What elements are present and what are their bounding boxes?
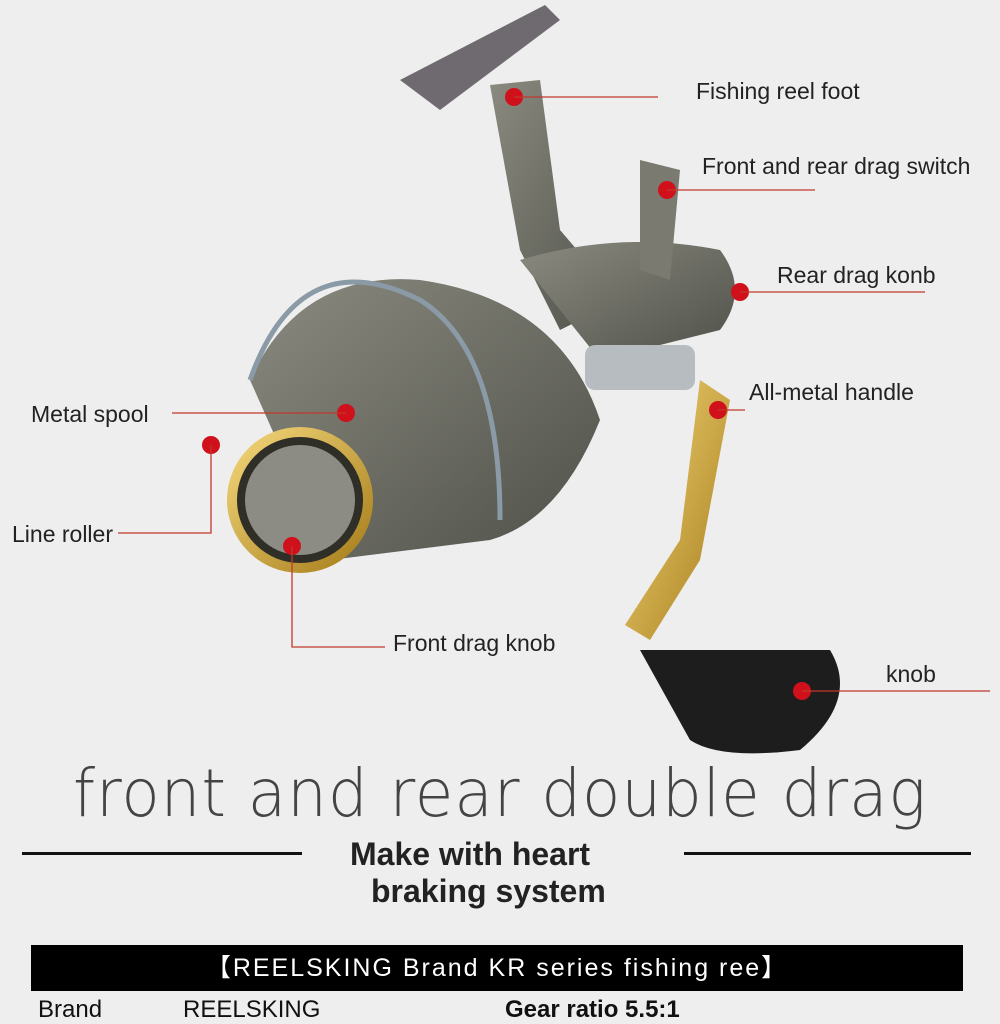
leader-front-drag [291,546,385,648]
divider-right [684,852,971,855]
spec-brand-value: REELSKING [183,996,321,1023]
reel-foot-plate [400,5,560,110]
headline: front and rear double drag [72,755,928,832]
spec-brand-label: Brand [38,996,103,1023]
bail-arm [247,279,503,521]
label-line-roller: Line roller [12,521,113,547]
divider-left [22,852,302,855]
spec-gear-ratio: Gear ratio 5.5:1 [505,996,680,1023]
label-rear-drag: Rear drag konb [777,262,936,288]
product-banner: 【REELSKING Brand KR series fishing ree】 [31,945,963,991]
spool-gold-rim [227,427,373,573]
reel-rear-body [520,242,735,360]
label-knob: knob [886,661,936,687]
leader-line-roller [118,445,212,534]
front-drag-knob-face [245,445,355,555]
label-front-drag: Front drag knob [393,630,556,656]
subtitle-line1: Make with heart [350,836,591,872]
label-handle: All-metal handle [749,379,914,405]
subtitle-line2: braking system [371,873,606,909]
handle-arm [625,380,730,640]
label-metal-spool: Metal spool [31,401,149,427]
fishing-reel-image [118,5,990,754]
label-drag-switch: Front and rear drag switch [702,153,971,179]
label-reel-foot: Fishing reel foot [696,78,860,104]
handle-knob [640,650,840,754]
handle-shaft [585,345,695,390]
